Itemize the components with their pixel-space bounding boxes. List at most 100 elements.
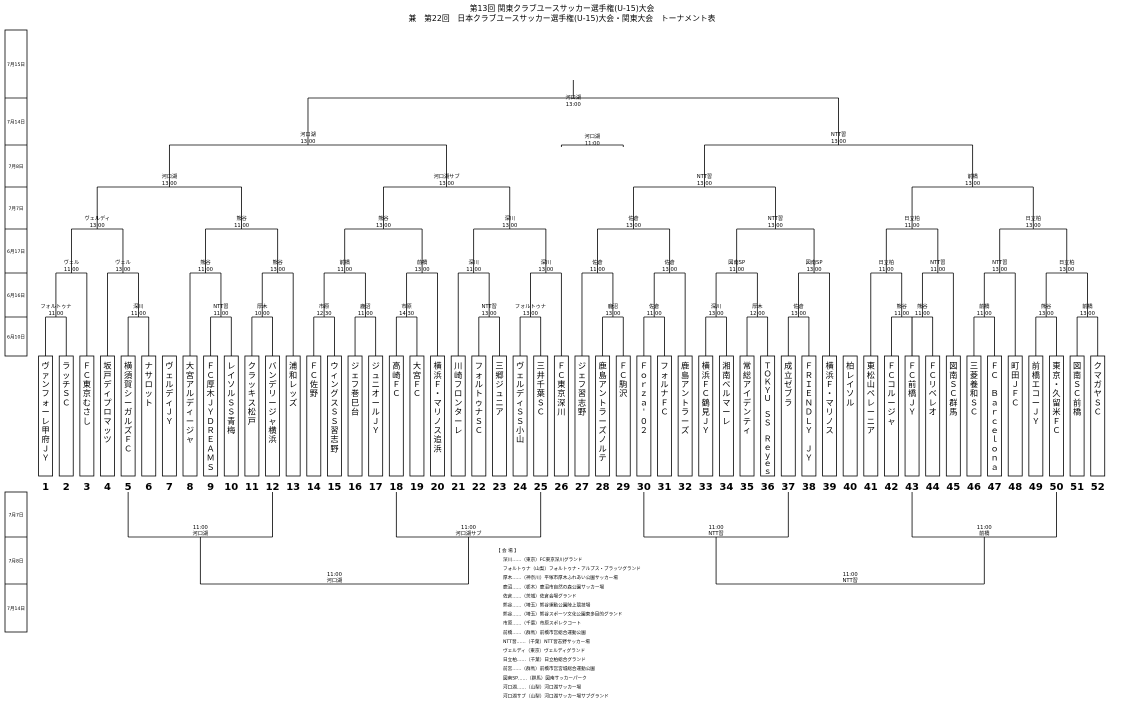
team-name-char: Ｃ bbox=[1052, 425, 1060, 435]
team-name-char: ィ bbox=[103, 388, 111, 398]
team-name-char: ニ bbox=[372, 379, 380, 389]
team-name-char: Ｆ bbox=[124, 434, 132, 444]
team-name-char: ン bbox=[743, 407, 751, 417]
team-name-char: ｓ bbox=[764, 467, 772, 476]
team-name-char: ゥ bbox=[475, 397, 483, 407]
team-name-char: ル bbox=[186, 388, 194, 398]
team-name-char: 鶴 bbox=[702, 397, 710, 407]
team-name-char: ブ bbox=[784, 388, 792, 398]
team-name-char: 府 bbox=[41, 434, 49, 444]
team-number: 6 bbox=[145, 482, 152, 493]
team-name-char: ナ bbox=[145, 361, 153, 371]
legend-item: フォルトゥナ（山梨）フォルトゥナ・アルプス・ブラッツグランド bbox=[503, 565, 641, 572]
team-name-char: Ｓ bbox=[949, 379, 957, 389]
team-name-char: マ bbox=[722, 397, 730, 407]
team-name-char: ソ bbox=[227, 379, 235, 389]
team-name-char: フ bbox=[41, 388, 49, 398]
team-name-char: ー bbox=[372, 397, 380, 407]
team-name-char: Ｆ bbox=[392, 379, 400, 389]
team-name-char: テ bbox=[743, 416, 751, 426]
team-name-char: Ｓ bbox=[227, 407, 235, 417]
team-name-char: Ｓ bbox=[330, 407, 338, 417]
team-name-char: チ bbox=[62, 379, 70, 389]
team-name-char: ニ bbox=[867, 416, 875, 426]
round-date-label: 6月17日 bbox=[7, 249, 25, 255]
team-name-char: ジ bbox=[351, 361, 359, 371]
team-name-char: テ bbox=[599, 453, 607, 463]
bottom-round-date-label: 7月14日 bbox=[7, 606, 25, 612]
team-name-char: ラ bbox=[62, 361, 70, 371]
team-name-char: Ｓ bbox=[516, 407, 524, 417]
team-name-char: ｚ bbox=[640, 388, 648, 398]
round-date-label: 7月8日 bbox=[8, 164, 23, 170]
team-name-char: Ｃ bbox=[310, 370, 318, 380]
team-name-char: 総 bbox=[743, 370, 751, 380]
team-name-char: 佐 bbox=[310, 379, 318, 389]
team-name-char: 野 bbox=[310, 388, 318, 398]
team-name-char: ル bbox=[887, 388, 895, 398]
team-name-char: Ｃ bbox=[887, 370, 895, 380]
team-name-char: Ｏ bbox=[764, 370, 772, 379]
team-name-char: ベ bbox=[929, 388, 937, 398]
team-number: 2 bbox=[63, 482, 70, 493]
team-name-char: Ｃ bbox=[1094, 407, 1102, 417]
team-name-char: ア bbox=[681, 379, 689, 389]
team-name-char: 郷 bbox=[495, 370, 503, 380]
third-place-match-venue: 河口湖 bbox=[585, 132, 601, 140]
team-name-char: Ｃ bbox=[207, 370, 215, 380]
team-name-char: サ bbox=[145, 370, 153, 380]
team-name-char: Ｄ bbox=[805, 407, 813, 417]
team-name-char: 和 bbox=[970, 388, 978, 398]
team-name-char: ノ bbox=[433, 416, 441, 426]
team-name-char: デ bbox=[165, 388, 174, 398]
team-number: 18 bbox=[389, 482, 403, 493]
team-name-char: ィ bbox=[330, 370, 338, 380]
team-name-char: Ｊ bbox=[1032, 407, 1040, 417]
team-name-char: ２ bbox=[640, 425, 648, 435]
team-name-char: 川 bbox=[454, 361, 462, 371]
team-number: 19 bbox=[410, 482, 424, 493]
team-name-char: 南 bbox=[722, 370, 730, 380]
team-name-char: ル bbox=[475, 379, 483, 389]
legend-item: 前宮……（群馬）前橋市営宮城総合運動公園 bbox=[503, 665, 595, 672]
team-name-char: 駒 bbox=[619, 379, 627, 389]
team-name-char: 千 bbox=[537, 379, 545, 389]
team-name-char: Ｆ bbox=[990, 361, 998, 371]
team-name-char: ｏ bbox=[640, 370, 648, 380]
team-name-char: Ｓ bbox=[970, 397, 978, 407]
team-name-char: ク bbox=[1094, 361, 1102, 371]
team-name-char: Ｃ bbox=[970, 407, 978, 417]
team-name-char: 野 bbox=[330, 443, 338, 453]
team-name-char: 馬 bbox=[949, 407, 957, 417]
team-name-char: ー bbox=[454, 416, 462, 426]
team-name-char: 浜 bbox=[433, 443, 441, 453]
legend-item: 日立柏……（千葉）日立柏総合グランド bbox=[503, 656, 586, 663]
team-name-char: 橋 bbox=[1073, 407, 1081, 417]
team-number: 32 bbox=[678, 482, 692, 493]
team-name-char: マ bbox=[825, 397, 833, 407]
consolation-match-venue: NTT習 bbox=[708, 530, 723, 537]
team-name-char: ー bbox=[887, 397, 895, 407]
team-number: 46 bbox=[967, 482, 981, 493]
round-date-label: 6月10日 bbox=[7, 335, 25, 341]
team-name-char: ニ bbox=[495, 397, 503, 407]
team-name-char: 前 bbox=[1032, 361, 1040, 371]
team-number: 41 bbox=[864, 482, 878, 493]
team-name-char: Ｃ bbox=[392, 388, 400, 398]
team-name-char: 戸 bbox=[103, 370, 111, 380]
team-name-char: Ｃ bbox=[62, 397, 70, 407]
team-name-char: ャ bbox=[887, 416, 895, 426]
team-name-char: 図 bbox=[1073, 361, 1081, 371]
legend-item: 河口湖……（山梨）河口湖サッカー場 bbox=[503, 683, 582, 690]
team-name-char: ア bbox=[743, 379, 751, 389]
team-name-char: 鹿 bbox=[599, 361, 607, 371]
team-name-char: ィ bbox=[165, 397, 173, 407]
team-name-char: リ bbox=[825, 407, 833, 417]
team-name-char: 久 bbox=[1052, 388, 1060, 398]
team-name-char: Ｆ bbox=[1011, 388, 1019, 398]
team-name-char: 台 bbox=[351, 407, 359, 417]
team-name-char: ー bbox=[268, 397, 276, 407]
team-name-char: 群 bbox=[949, 397, 957, 407]
team-name-char: ヤ bbox=[1094, 388, 1102, 398]
